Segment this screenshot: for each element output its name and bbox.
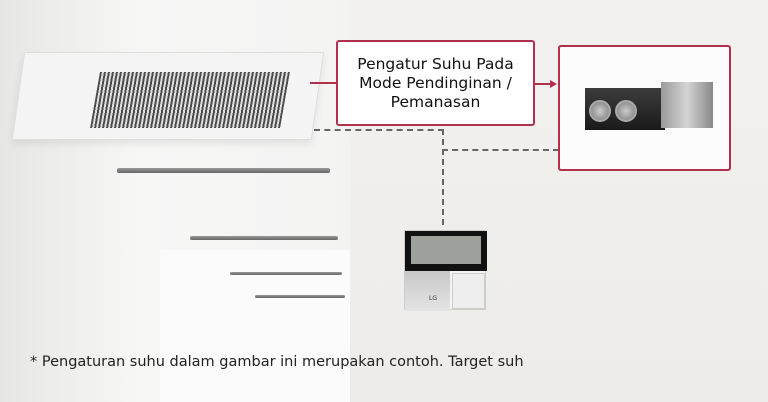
wired-remote-controller: LG — [404, 230, 487, 311]
lcd-screen — [411, 236, 481, 264]
ceiling-lamp — [190, 236, 338, 240]
arrow-right-icon — [550, 80, 557, 88]
window-light — [160, 250, 350, 402]
connector-line — [535, 83, 551, 85]
ceiling-lamp — [117, 168, 330, 173]
temperature-control-label: Pengatur Suhu Pada Mode Pendinginan / Pe… — [336, 40, 535, 126]
connector-line — [310, 82, 336, 84]
label-text: Pengatur Suhu Pada Mode Pendinginan / Pe… — [357, 54, 514, 111]
remote-buttons — [452, 273, 485, 309]
wire-dashed — [442, 129, 444, 225]
ventilation-unit-image — [585, 82, 713, 130]
wire-dashed — [442, 149, 559, 151]
controller-product-box — [558, 45, 731, 171]
ceiling-lamp — [255, 295, 345, 298]
footnote: * Pengaturan suhu dalam gambar ini merup… — [30, 354, 524, 370]
ac-grille — [90, 72, 290, 128]
wire-dashed — [314, 129, 444, 131]
ceiling-lamp — [230, 272, 342, 275]
lg-logo: LG — [429, 295, 437, 302]
